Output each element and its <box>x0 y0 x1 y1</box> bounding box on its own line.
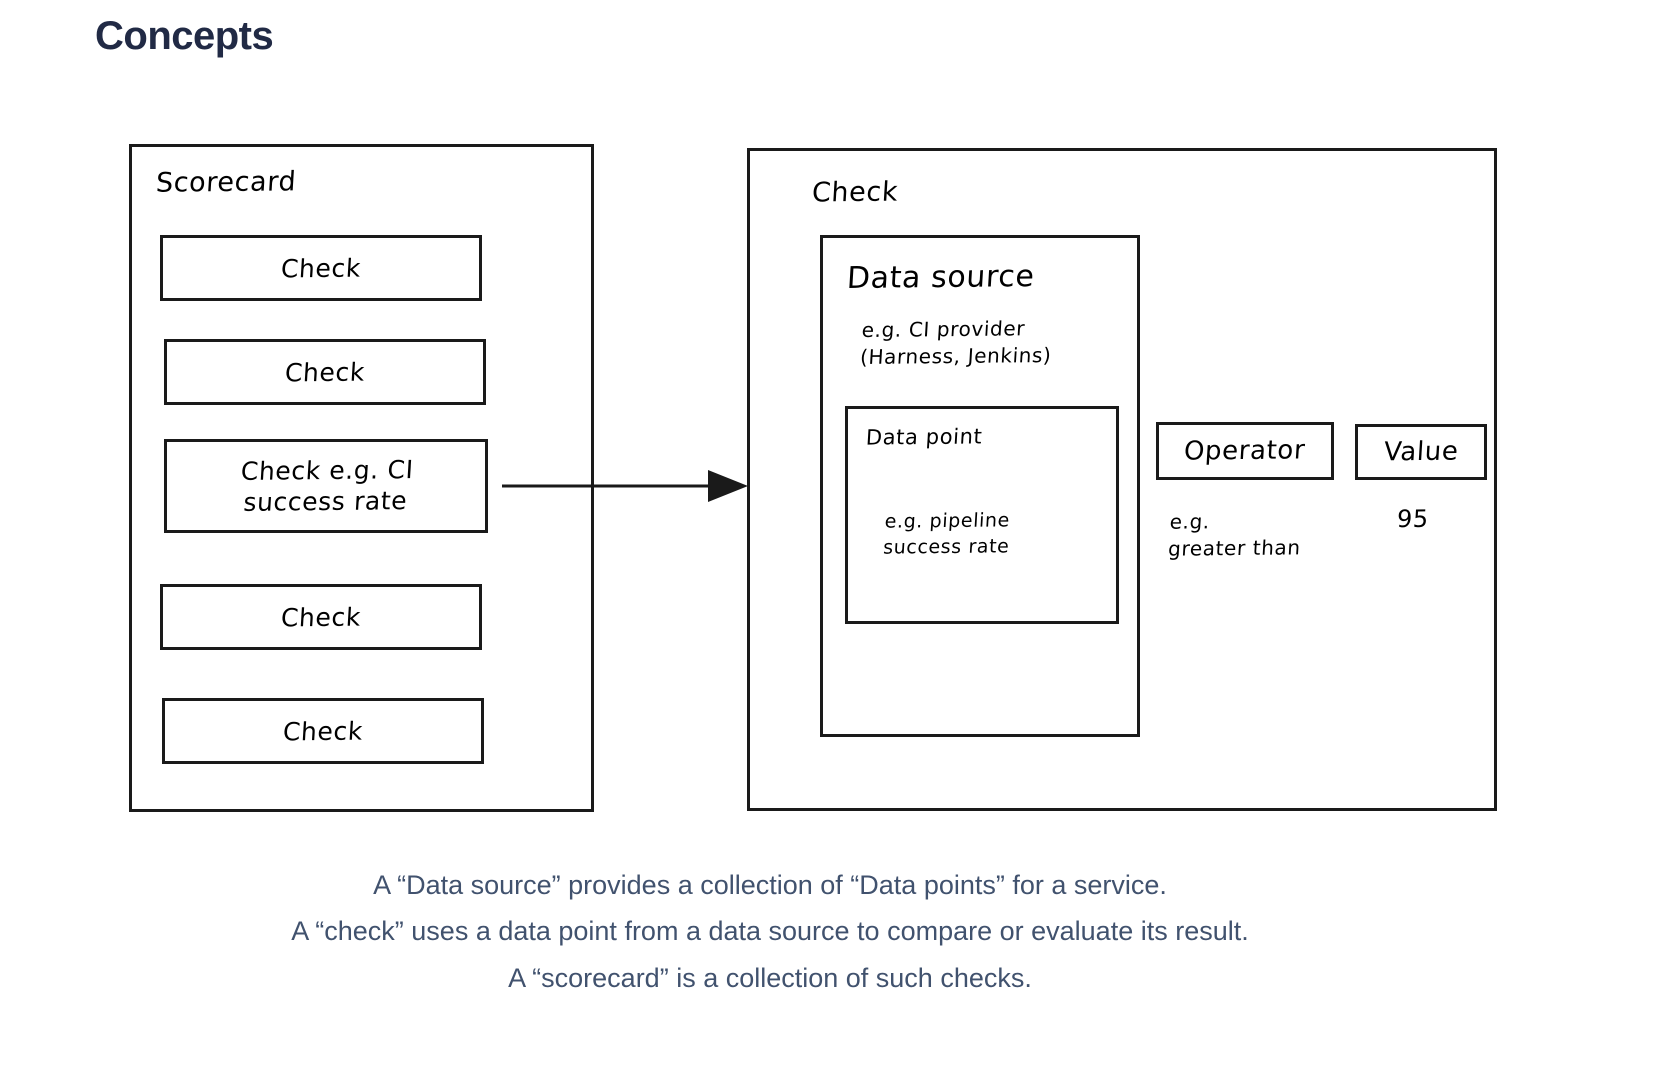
value-label: Value <box>1382 436 1460 468</box>
data-source-example: e.g. CI provider (Harness, Jenkins) <box>859 316 1053 369</box>
scorecard-check-item[interactable]: Check <box>164 339 486 405</box>
check-panel-label: Check <box>811 176 900 209</box>
check-label: Check <box>284 357 366 387</box>
scorecard-check-item-ci-success-rate[interactable]: Check e.g. CI success rate <box>164 439 488 533</box>
arrow-right-icon <box>502 470 748 502</box>
scorecard-check-item[interactable]: Check <box>160 584 482 650</box>
data-point-box: Data point e.g. pipeline success rate <box>845 406 1119 624</box>
data-source-box: Data source e.g. CI provider (Harness, J… <box>820 235 1140 737</box>
data-point-label: Data point <box>865 424 984 450</box>
caption-line: A “Data source” provides a collection of… <box>373 870 1167 900</box>
page-title: Concepts <box>95 14 274 58</box>
scorecard-panel: Scorecard Check Check Check e.g. CI succ… <box>129 144 594 812</box>
operator-example: e.g. greater than <box>1167 509 1302 561</box>
operator-label: Operator <box>1183 435 1307 467</box>
operator-box: Operator <box>1156 422 1334 480</box>
caption-line: A “scorecard” is a collection of such ch… <box>508 962 1032 993</box>
check-label: Check <box>280 602 362 632</box>
check-label: Check e.g. CI success rate <box>239 454 415 517</box>
caption-line: A “check” uses a data point from a data … <box>291 916 1249 947</box>
check-label: Check <box>280 253 362 283</box>
data-source-label: Data source <box>845 259 1036 296</box>
scorecard-check-item[interactable]: Check <box>160 235 482 301</box>
caption-block: A “Data source” provides a collection of… <box>0 862 1540 1001</box>
value-example: 95 <box>1396 504 1430 534</box>
data-point-example: e.g. pipeline success rate <box>882 509 1011 559</box>
scorecard-check-item[interactable]: Check <box>162 698 484 764</box>
value-box: Value <box>1355 424 1487 480</box>
scorecard-label: Scorecard <box>155 166 298 199</box>
check-label: Check <box>282 716 364 746</box>
